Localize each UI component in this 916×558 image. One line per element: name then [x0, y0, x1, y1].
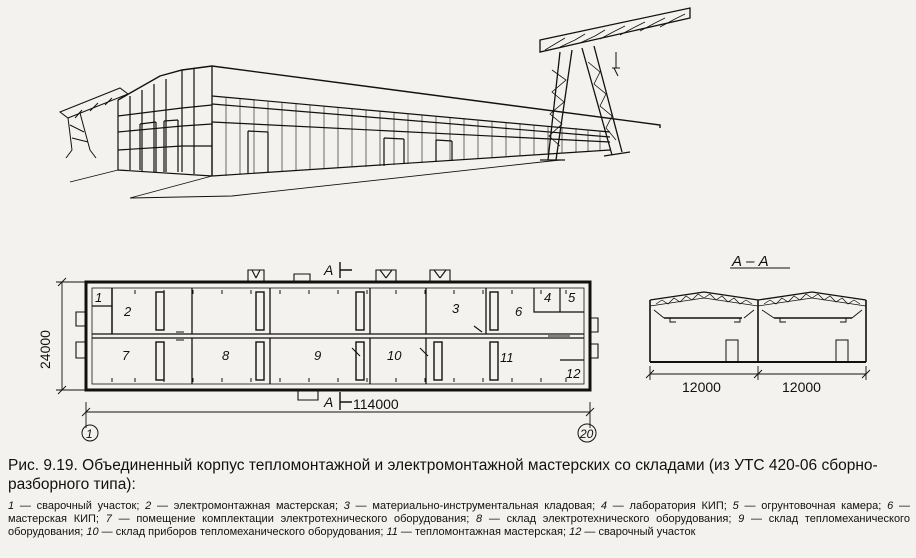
dim-height-label: 24000	[37, 330, 53, 369]
cross-section	[645, 267, 871, 380]
legend-item: 5 — огрунтовочная камера;	[732, 500, 888, 512]
legend-item: 4 — лаборатория КИП;	[600, 500, 733, 512]
legend-item: 3 — материально-инструментальная кладова…	[343, 500, 601, 512]
dim-length-label: 114000	[353, 396, 399, 412]
legend-item: 6 — мастерская КИП;	[8, 500, 910, 525]
caption-legend: 1 — сварочный участок; 2 — электромонтаж…	[8, 500, 910, 539]
legend-item: 2 — электромонтажная мастерская;	[145, 500, 344, 512]
plan-labels: 24000 114000 A A 1 20 1 2 3 4 5 6 7 8 9 …	[37, 262, 594, 441]
legend-item: 11 — тепломонтажная мастерская;	[386, 526, 570, 538]
room-4: 4	[544, 290, 551, 305]
axis-start-label: 1	[86, 427, 93, 441]
room-9: 9	[314, 348, 321, 363]
right-gantry-crane	[539, 7, 691, 161]
legend-item: 1 — сварочный участок;	[8, 500, 146, 512]
axis-bubble-end	[577, 423, 597, 443]
dimension-lines	[56, 277, 595, 428]
section-mark-bottom: A	[323, 394, 333, 410]
caption-title: Рис. 9.19. Объединенный корпус тепломонт…	[8, 457, 878, 493]
perspective-view	[58, 7, 691, 199]
room-2: 2	[123, 304, 132, 319]
section-span-right: 12000	[782, 379, 821, 395]
section-labels: А – А 12000 12000	[682, 253, 821, 395]
axis-end-label: 20	[579, 427, 594, 441]
axis-bubble-start	[81, 424, 99, 442]
legend-item: 8 — склад электротехнического оборудован…	[476, 513, 739, 525]
room-12: 12	[566, 366, 581, 381]
legend-item: 12 — сварочный участок	[569, 526, 696, 538]
figure-drawing: 24000 114000 A A 1 20 1 2 3 4 5 6 7 8 9 …	[37, 7, 871, 443]
section-mark-top: A	[323, 262, 333, 278]
legend-item: 7 — помещение комплектации электротехнич…	[105, 513, 476, 525]
room-10: 10	[387, 348, 402, 363]
section-cut-markers	[339, 262, 352, 410]
legend-item: 9 — склад тепломеханического оборудовани…	[8, 513, 910, 538]
legend-item: 10 — склад приборов тепломеханического о…	[86, 526, 387, 538]
section-title: А – А	[731, 253, 769, 270]
floor-plan	[56, 262, 599, 443]
section-span-left: 12000	[682, 379, 721, 395]
room-6: 6	[515, 304, 523, 319]
room-11: 11	[500, 350, 514, 365]
rail-blocks	[155, 291, 499, 381]
room-8: 8	[222, 348, 230, 363]
room-3: 3	[452, 301, 460, 316]
room-1: 1	[95, 290, 102, 305]
figure-caption: Рис. 9.19. Объединенный корпус тепломонт…	[8, 456, 910, 539]
room-5: 5	[568, 290, 576, 305]
plan-entrances	[75, 269, 599, 401]
room-7: 7	[122, 348, 130, 363]
